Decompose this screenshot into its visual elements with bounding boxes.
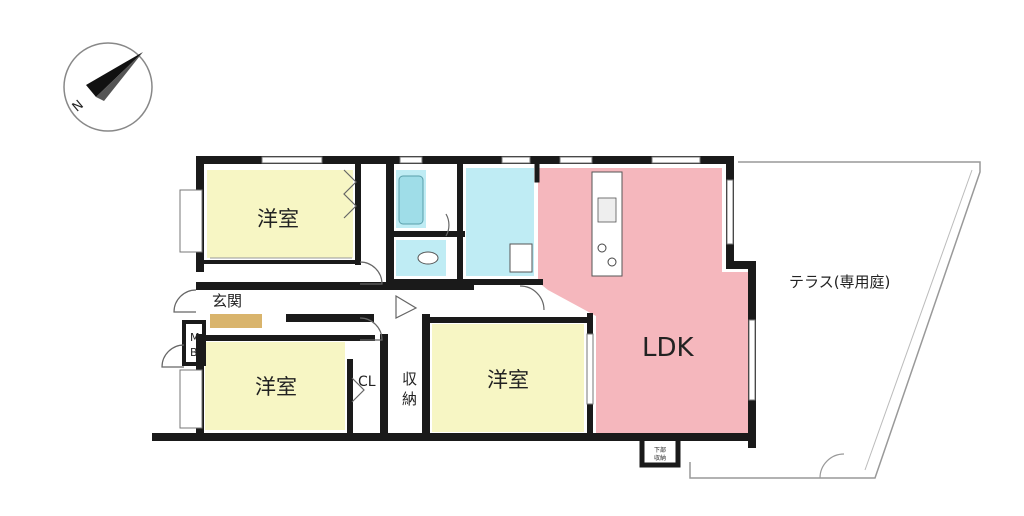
toilet-icon <box>417 251 439 265</box>
windows <box>179 156 756 429</box>
label-underfloor-2: 収納 <box>654 454 666 462</box>
washbasin-icon <box>509 243 533 273</box>
walls <box>152 156 756 468</box>
window-ldk-2 <box>651 156 701 164</box>
window-bedroom-bl-west <box>179 369 203 429</box>
compass: N <box>63 42 153 132</box>
door-toilet-icon <box>445 213 450 237</box>
label-bedroom-bottom-center: 洋室 <box>487 368 529 392</box>
genkan-floor-fill <box>210 314 262 328</box>
door-bedroom-top-icon <box>359 261 383 285</box>
door-closet-icon <box>351 377 365 403</box>
compass-circle-icon <box>63 42 153 132</box>
door-meter-icon <box>161 344 185 368</box>
window-bath <box>399 156 423 164</box>
compass-needle-icon <box>86 52 143 97</box>
ldk-fill <box>538 168 748 436</box>
label-underfloor-1: 下部 <box>654 446 666 454</box>
stove-burner-icon <box>597 243 607 253</box>
bedroom-bottom-left-fill <box>205 342 345 430</box>
door-bedroom-bl-icon <box>359 317 383 341</box>
bathtub-icon <box>398 175 424 225</box>
door-bedroom-top-closet-icon <box>343 169 357 219</box>
label-bedroom-top: 洋室 <box>257 207 299 231</box>
fixtures <box>210 171 623 277</box>
terrace-outline <box>689 161 981 479</box>
window-bedroom-top <box>261 156 323 164</box>
label-storage-2: 納 <box>402 390 417 408</box>
label-meter-1: M <box>190 331 200 344</box>
label-ldk: LDK <box>642 333 695 363</box>
window-bedroom-bc-east <box>586 333 594 405</box>
label-bedroom-bottom-left: 洋室 <box>255 375 297 399</box>
bedroom-bottom-center-fill <box>432 324 584 432</box>
kitchen-counter-icon <box>591 171 623 277</box>
label-meter-2: B <box>190 346 198 359</box>
room-labels: 洋室 玄関 M B 洋室 CL 収 納 洋室 LDK 下部 収納 <box>190 207 695 462</box>
bedroom-top-fill <box>207 170 353 258</box>
terrace-label: テラス(専用庭) <box>789 273 890 291</box>
label-closet: CL <box>358 374 376 390</box>
window-wash <box>501 156 531 164</box>
compass-needle-tail-icon <box>96 52 143 101</box>
label-entrance: 玄関 <box>212 292 242 310</box>
storage-box-wall <box>639 434 681 468</box>
terrace-gate-icon <box>819 453 845 479</box>
terrace: テラス(専用庭) <box>689 161 981 479</box>
door-wash-icon <box>519 285 545 311</box>
window-ldk-east-1 <box>726 179 734 245</box>
window-ldk-1 <box>559 156 593 164</box>
room-fills <box>205 168 748 436</box>
doors <box>161 169 545 403</box>
label-storage-1: 収 <box>402 370 417 388</box>
sink-icon <box>597 197 617 223</box>
meter-box-wall <box>182 320 206 366</box>
stove-burner-icon <box>607 257 617 267</box>
door-storage-icon <box>395 294 418 319</box>
window-ldk-east-2 <box>748 319 756 401</box>
window-bedroom-top-west <box>179 189 203 253</box>
door-entrance-icon <box>173 289 197 313</box>
terrace-inner-edge <box>864 169 973 471</box>
